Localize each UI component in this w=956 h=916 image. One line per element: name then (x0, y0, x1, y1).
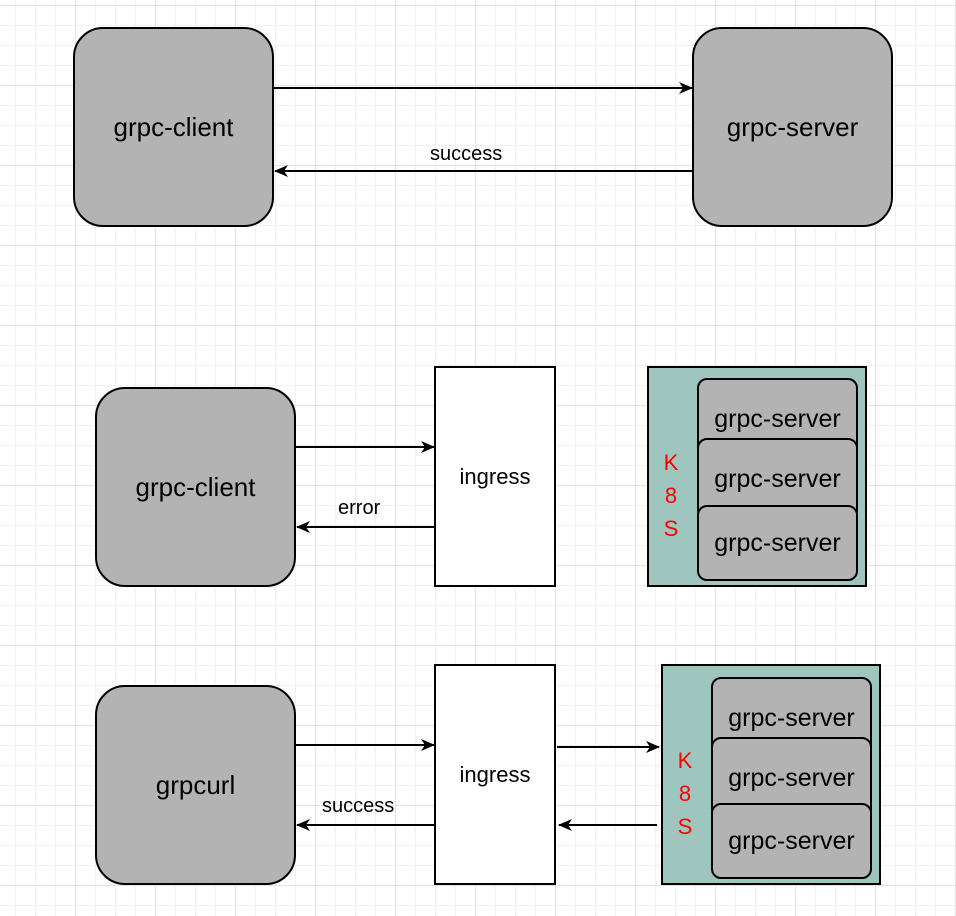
pod-label: grpc-server (728, 826, 855, 855)
grpc-client-label: grpc-client (113, 111, 234, 142)
grpc-client-node[interactable]: grpc-client (95, 387, 296, 587)
ingress-label: ingress (459, 761, 531, 787)
grpc-server-node[interactable]: grpc-server (692, 27, 893, 227)
grpc-client-node[interactable]: grpc-client (73, 27, 274, 227)
k8s-label: K 8 S (677, 748, 693, 839)
grpcurl-node[interactable]: grpcurl (95, 685, 296, 885)
k8s-label: K 8 S (663, 450, 679, 541)
error-label: error (338, 497, 381, 519)
grpc-server-label: grpc-server (726, 111, 859, 142)
ingress-label: ingress (459, 463, 531, 489)
success-label: success (322, 795, 395, 817)
pod-label: grpc-server (728, 763, 855, 792)
pod-label: grpc-server (714, 464, 841, 493)
grpcurl-label: grpcurl (155, 769, 236, 800)
grpc-server-pod[interactable]: grpc-server (711, 803, 872, 879)
ingress-node[interactable]: ingress (434, 366, 556, 587)
ingress-node[interactable]: ingress (434, 664, 556, 885)
grpc-server-pod[interactable]: grpc-server (697, 505, 858, 581)
pod-label: grpc-server (714, 528, 841, 557)
grpc-client-label: grpc-client (135, 471, 256, 502)
success-label: success (430, 143, 503, 165)
pod-label: grpc-server (728, 703, 855, 732)
pod-label: grpc-server (714, 404, 841, 433)
